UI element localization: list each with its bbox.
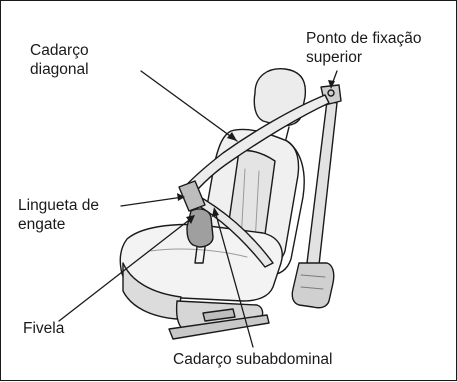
label-upper-anchor-line1: Ponto de fixação [306, 30, 422, 47]
seat-adjuster-lever [202, 308, 236, 322]
label-diagonal-belt-line2: diagonal [30, 61, 89, 78]
label-upper-anchor: Ponto de fixação superior [306, 29, 421, 67]
label-tongue-line2: engate [18, 216, 66, 233]
label-buckle: Fivela [23, 320, 65, 337]
seat-rail [168, 314, 270, 340]
label-lap-belt: Cadarço subabdominal [173, 351, 333, 368]
leader-diagonal [140, 70, 238, 142]
label-diagonal-belt: Cadarço diagonal [30, 41, 89, 79]
leader-tongue [120, 196, 184, 207]
retractor [291, 262, 335, 309]
label-upper-anchor-line2: superior [306, 49, 362, 66]
leader-buckle [58, 216, 194, 322]
pillar-belt [306, 100, 338, 266]
buckle-stalk [194, 246, 206, 264]
label-diagonal-belt-line1: Cadarço [30, 42, 89, 59]
buckle-body [186, 208, 214, 248]
tongue-plate [178, 180, 206, 212]
label-tongue: Lingueta de engate [18, 196, 99, 234]
label-tongue-line1: Lingueta de [18, 197, 100, 214]
leader-lap [214, 210, 254, 348]
